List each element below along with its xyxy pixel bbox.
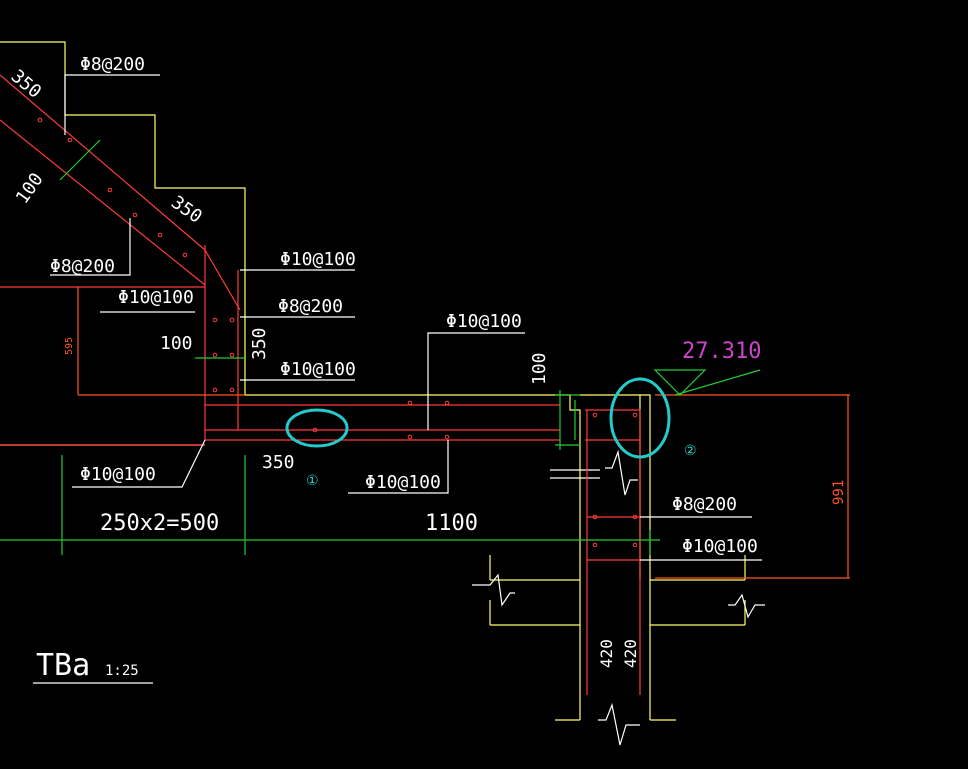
label-rebar-e: Φ10@100 (446, 311, 522, 332)
elevation-leader (674, 369, 761, 396)
label-rebar-top-left: Φ8@200 (80, 54, 145, 75)
label-scale: 1:25 (105, 663, 139, 679)
rebar-slope-top (0, 74, 206, 251)
label-dim-991: 991 (831, 480, 847, 505)
highlight-ellipse-2 (609, 377, 671, 459)
elevation-triangle (653, 369, 707, 396)
label-dim-350-vert: 350 (249, 327, 270, 360)
highlight-ellipse-1 (285, 408, 349, 448)
label-dim-350-bottom: 350 (262, 452, 295, 473)
rebar-lines (0, 74, 850, 695)
break-symbol-beam (605, 449, 638, 496)
label-rebar-a: Φ10@100 (280, 249, 356, 270)
label-dim-250x2: 250x2=500 (100, 511, 219, 536)
label-rebar-h: Φ8@200 (672, 494, 737, 515)
label-rebar-b: Φ10@100 (118, 287, 194, 308)
rebar-dots (37, 117, 638, 548)
dimension-lines (0, 139, 761, 555)
label-rebar-c: Φ8@200 (278, 296, 343, 317)
label-dim-100-mid: 100 (160, 333, 193, 354)
rebar-bend (204, 249, 241, 311)
break-symbol-left (472, 573, 515, 607)
label-dim-420a: 420 (597, 639, 616, 668)
column-left-lower (490, 624, 581, 720)
column-left-top (490, 579, 581, 625)
label-dim-420b: 420 (621, 639, 640, 668)
leader-rebar-e (427, 332, 525, 430)
break-symbols (472, 449, 765, 746)
label-rebar-d: Φ10@100 (280, 359, 356, 380)
leader-rebar-mid-left (50, 218, 131, 276)
label-dim-1100: 1100 (425, 511, 478, 536)
label-rebar-mid-left: Φ8@200 (50, 256, 115, 277)
dim-100-slope (59, 139, 101, 181)
leader-rebar-g (348, 440, 449, 494)
break-symbol-bottom (598, 702, 640, 746)
label-marker-1: ① (306, 473, 319, 489)
highlight-marks (285, 377, 671, 459)
break-symbol-right (728, 593, 765, 619)
label-dim-595: 595 (64, 337, 75, 355)
label-marker-2: ② (684, 443, 697, 459)
leader-lines (33, 74, 762, 684)
label-elevation: 27.310 (682, 339, 761, 364)
label-rebar-g: Φ10@100 (365, 472, 441, 493)
beam-outline-outer (640, 394, 651, 580)
rebar-slope-bottom (0, 119, 206, 286)
label-drawing-title: TBa (36, 648, 90, 683)
label-dim-100-right: 100 (529, 352, 550, 385)
leader-rebar-f (72, 439, 206, 488)
leader-rebar-top-left (64, 74, 160, 135)
label-rebar-i: Φ10@100 (682, 536, 758, 557)
label-rebar-f: Φ10@100 (80, 464, 156, 485)
